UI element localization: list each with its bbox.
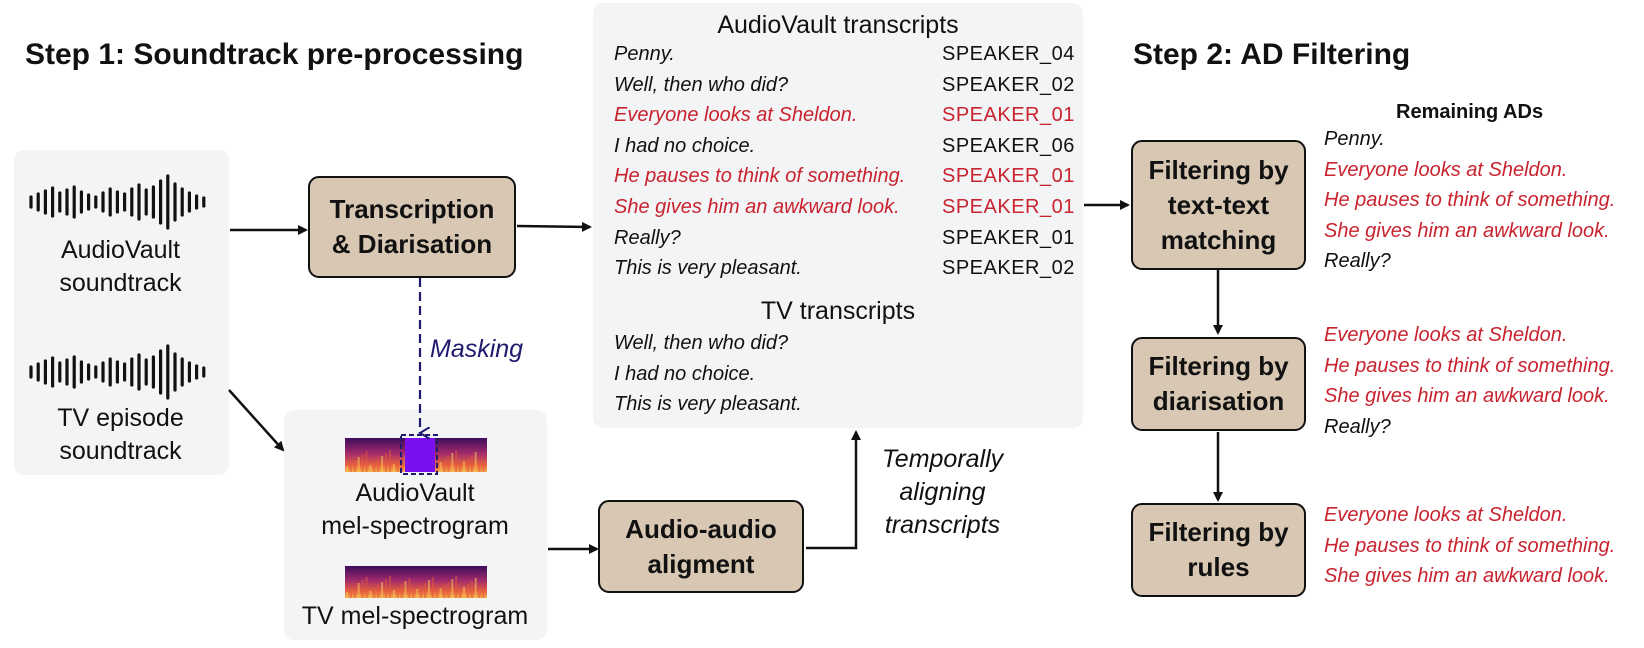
remaining-ads-title: Remaining ADs (1396, 101, 1544, 123)
audiovault-transcript-line: This is very pleasant. (614, 257, 802, 280)
step2-title: Step 2: AD Filtering (1133, 38, 1411, 71)
tv-spectrogram-icon (345, 566, 487, 598)
transcription-diarisation-box: Transcription& Diarisation (308, 176, 516, 278)
remaining-ad-line: She gives him an awkward look. (1324, 565, 1610, 588)
speaker-label: SPEAKER_02 (942, 73, 1075, 96)
tv-transcript-line: This is very pleasant. (614, 393, 802, 416)
soundtrack-panel (14, 150, 229, 475)
remaining-ad-line: Everyone looks at Sheldon. (1324, 324, 1568, 346)
audiovault-transcript-line: She gives him an awkward look. (614, 196, 900, 218)
audiovault-transcript-line: Really? (614, 226, 681, 249)
remaining-ad-line: He pauses to think of something. (1324, 534, 1616, 557)
remaining-ad-line: He pauses to think of something. (1324, 189, 1616, 212)
remaining-ad-line: He pauses to think of something. (1324, 354, 1616, 377)
audiovault-transcript-line: He pauses to think of something. (614, 165, 906, 188)
speaker-label: SPEAKER_01 (942, 196, 1075, 218)
speaker-label: SPEAKER_01 (942, 165, 1075, 188)
audiovault-waveform-icon (29, 174, 206, 230)
audiovault-spectrogram-icon (345, 434, 487, 475)
remaining-ad-line: Penny. (1324, 128, 1385, 150)
remaining-ad-line: Everyone looks at Sheldon. (1324, 158, 1568, 181)
speaker-label: SPEAKER_02 (942, 257, 1075, 280)
speaker-label: SPEAKER_06 (942, 134, 1075, 157)
speaker-label: SPEAKER_01 (942, 104, 1075, 127)
arrow-alignment-to-transcripts (806, 430, 861, 550)
remaining-ad-line: She gives him an awkward look. (1324, 385, 1610, 408)
audiovault-transcript-line: Well, then who did? (614, 73, 789, 96)
speaker-label: SPEAKER_01 (942, 226, 1075, 249)
remaining-ad-line: Really? (1324, 250, 1391, 273)
remaining-ad-line: Everyone looks at Sheldon. (1324, 504, 1568, 526)
audiovault-transcript-line: Everyone looks at Sheldon. (614, 104, 858, 127)
speaker-label: SPEAKER_04 (942, 43, 1075, 65)
masking-label: Masking (430, 335, 524, 363)
arrow-to-transcripts (516, 221, 592, 232)
remaining-ad-line: She gives him an awkward look. (1324, 219, 1610, 242)
step1-title: Step 1: Soundtrack pre-processing (25, 38, 524, 71)
transcripts-panel (593, 3, 1083, 428)
tv-waveform-icon (29, 344, 206, 400)
tv-transcript-line: I had no choice. (614, 362, 756, 385)
tv-spectrogram-label: TV mel-spectrogram (301, 602, 529, 630)
audiovault-transcript-line: I had no choice. (614, 134, 756, 157)
audiovault-transcript-line: Penny. (614, 43, 675, 65)
tv-transcripts-title: TV transcripts (760, 297, 916, 325)
arrow-tv-to-spectrogram (228, 389, 285, 452)
tv-transcript-line: Well, then who did? (614, 332, 789, 354)
audiovault-transcripts-title: AudioVault transcripts (717, 11, 959, 39)
remaining-ad-line: Really? (1324, 415, 1391, 438)
